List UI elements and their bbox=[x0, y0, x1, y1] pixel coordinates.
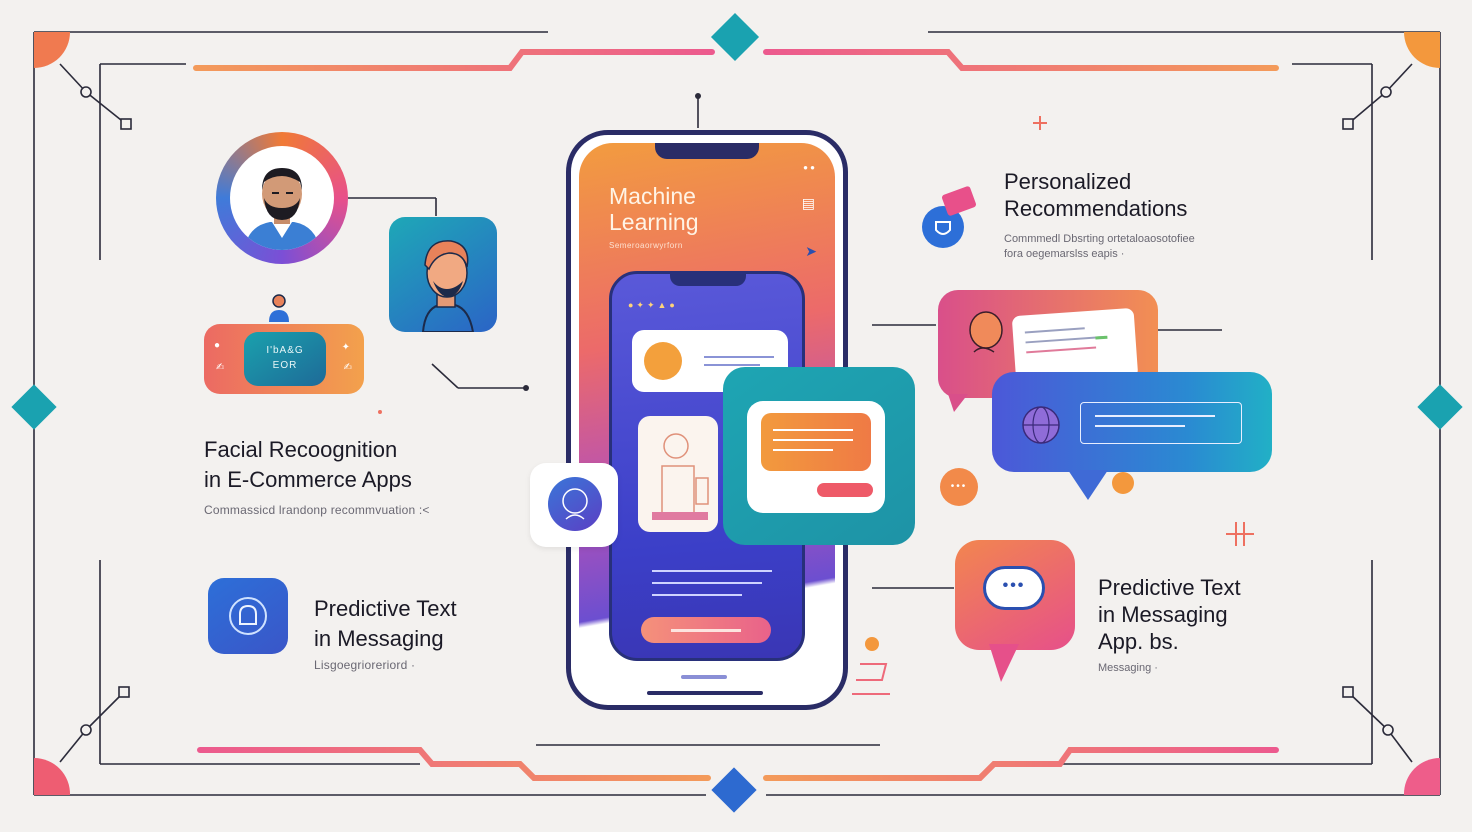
predictive-right-title-line-2: in Messaging bbox=[1098, 602, 1228, 627]
personalized-subtitle-line-1: Commmedl Dbsrting ortetaloaosotofiee bbox=[1004, 233, 1195, 245]
typing-dots-icon: ••• bbox=[940, 468, 978, 506]
tag-line-1: I'bA&G bbox=[266, 345, 304, 356]
chat-dots-icon: ••• bbox=[983, 566, 1045, 610]
spark-icon: ✦ bbox=[341, 342, 350, 353]
small-person-icon bbox=[269, 294, 289, 322]
chat-bubble-icon bbox=[761, 413, 871, 471]
phone-bottom-bar bbox=[647, 691, 763, 695]
personalized-title-line-1: Personalized bbox=[1004, 169, 1132, 194]
status-dots-icon: ● ● bbox=[803, 163, 815, 172]
personalized-block: Personalized Recommendations Commmedl Db… bbox=[1004, 168, 1195, 262]
tag-label-box: I'bA&G EOR bbox=[244, 332, 326, 386]
ai-head-icon bbox=[548, 477, 602, 531]
chat-card-inner bbox=[747, 401, 885, 513]
person-avatar-icon bbox=[230, 146, 334, 250]
face-recognition-card[interactable] bbox=[389, 217, 497, 332]
bubble-tail bbox=[1068, 470, 1108, 500]
dot-icon: ● bbox=[214, 340, 221, 351]
messaging-app-icon[interactable]: ••• bbox=[955, 540, 1075, 682]
facial-recognition-block: Facial Recoognition in E-Commerce Apps C… bbox=[204, 435, 430, 517]
facial-title-line-1: Facial Recoognition bbox=[204, 437, 398, 462]
chat-send-pill bbox=[817, 483, 873, 497]
bird-icon: ➤ bbox=[805, 243, 817, 259]
tag-line-2: EOR bbox=[272, 360, 298, 371]
predictive-text-left-block: Predictive Text in Messaging Lisgoegrior… bbox=[314, 594, 457, 672]
text-line bbox=[652, 582, 762, 584]
scan-tag-card[interactable]: ● ✍ ✦ ✍ I'bA&G EOR bbox=[204, 324, 364, 394]
predictive-left-title-line-2: in Messaging bbox=[314, 626, 444, 651]
menu-icon[interactable]: ▤ bbox=[801, 195, 815, 211]
phone-cta-button[interactable] bbox=[641, 617, 771, 643]
predictive-app-icon[interactable] bbox=[208, 578, 288, 654]
phone-title-line-2: Learning bbox=[609, 209, 699, 235]
predictive-text-right-block: Predictive Text in Messaging App. bs. Me… bbox=[1098, 574, 1241, 676]
personalized-subtitle-line-2: fora oegemarslss eapis · bbox=[1004, 248, 1125, 260]
inner-image-card[interactable] bbox=[638, 416, 718, 532]
phone-subtitle: Semeroaorwyrforn bbox=[609, 241, 683, 250]
glyph-icon: ✍ bbox=[216, 362, 225, 373]
phone-title-line-1: Machine bbox=[609, 183, 696, 209]
text-line bbox=[652, 570, 772, 572]
text-line bbox=[704, 356, 774, 358]
profile-avatar[interactable] bbox=[216, 132, 348, 264]
text-line bbox=[704, 364, 760, 366]
phone-title: Machine Learning bbox=[609, 183, 699, 235]
text-frame bbox=[1080, 402, 1242, 444]
accent-dot bbox=[1112, 472, 1134, 494]
inner-notch bbox=[670, 272, 746, 286]
profile-head-icon bbox=[969, 311, 1003, 353]
bubble-tail bbox=[948, 394, 968, 412]
text-line bbox=[652, 594, 742, 596]
globe-icon bbox=[1022, 406, 1060, 444]
sun-icon bbox=[644, 342, 682, 380]
bubble-tail bbox=[989, 644, 1019, 682]
predictive-right-title-line-1: Predictive Text bbox=[1098, 575, 1241, 600]
predictive-right-subtitle: Messaging · bbox=[1098, 662, 1158, 674]
sketch-icon bbox=[652, 433, 709, 520]
predictive-left-subtitle: Lisgoegrioreriord · bbox=[314, 658, 416, 672]
glyph-icon: ✍ bbox=[343, 362, 352, 373]
avatar-chip-card[interactable] bbox=[530, 463, 618, 547]
phone-notch bbox=[655, 143, 759, 159]
face-icon bbox=[421, 240, 475, 332]
phone-screen: ● ● ▤ ➤ Machine Learning Semeroaorwyrfor… bbox=[579, 143, 835, 697]
personalized-title-line-2: Recommendations bbox=[1004, 196, 1188, 221]
facial-title-line-2: in E-Commerce Apps bbox=[204, 467, 412, 492]
facial-subtitle: Commassicd lrandonp recommvuation :< bbox=[204, 503, 430, 517]
inner-status-icons: ●✦✦▲● bbox=[628, 300, 678, 310]
chat-preview-card[interactable] bbox=[723, 367, 915, 545]
predictive-left-title-line-1: Predictive Text bbox=[314, 596, 457, 621]
predictive-right-title-line-3: App. bs. bbox=[1098, 629, 1179, 654]
lock-icon bbox=[229, 597, 267, 635]
cta-line bbox=[671, 629, 741, 632]
phone-home-bar bbox=[681, 675, 727, 679]
globe-message-bubble[interactable] bbox=[992, 372, 1272, 500]
